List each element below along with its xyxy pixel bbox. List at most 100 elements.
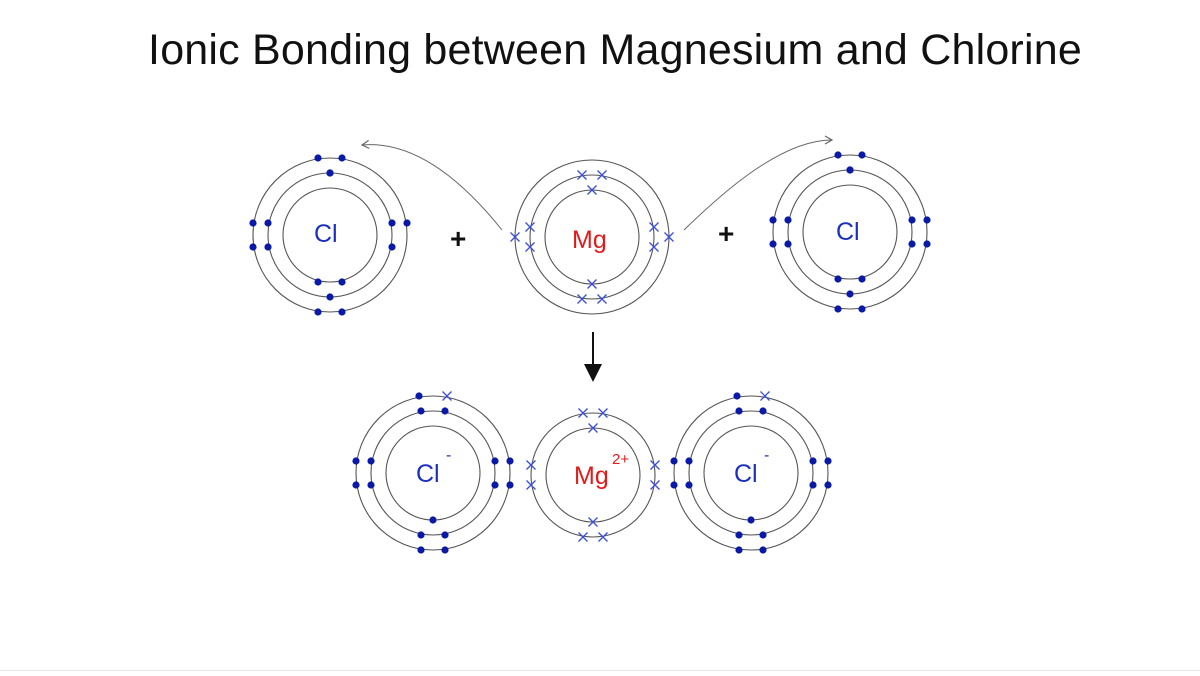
electron-dot: [747, 516, 755, 524]
electron-dot: [506, 457, 514, 465]
electron-dot: [367, 457, 375, 465]
electron-shell-2: [530, 412, 656, 538]
electron-dot: [685, 457, 693, 465]
electron-dot: [908, 216, 916, 224]
electron-shell-1: [802, 184, 898, 280]
electron-cross: [442, 391, 452, 401]
electron-cross: [650, 460, 660, 470]
electron-dot: [417, 407, 425, 415]
cl-ion-charge-right: -: [764, 447, 769, 464]
electron-cross: [577, 294, 587, 304]
electron-transfer-arrow-left: [360, 139, 503, 231]
electron-dot: [858, 305, 866, 313]
cl-ion-label-right: Cl: [734, 460, 758, 488]
electron-shell-3: [252, 157, 408, 313]
electron-dot: [249, 219, 257, 227]
electron-dot: [908, 240, 916, 248]
electron-dot: [834, 305, 842, 313]
electron-dot: [264, 219, 272, 227]
electron-dot: [923, 240, 931, 248]
slide-title: Ionic Bonding between Magnesium and Chlo…: [148, 26, 1082, 74]
electron-dot: [759, 531, 767, 539]
electron-shell-3: [772, 154, 928, 310]
electron-dot: [784, 240, 792, 248]
electron-shell-2: [529, 174, 655, 300]
electron-dot: [314, 278, 322, 286]
electron-cross: [578, 532, 588, 542]
electron-dot: [809, 457, 817, 465]
electron-dot: [417, 546, 425, 554]
chlorine-atom-left: [249, 154, 411, 316]
electron-dot: [735, 531, 743, 539]
electron-dot: [338, 308, 346, 316]
electron-dot: [759, 407, 767, 415]
electron-dot: [784, 216, 792, 224]
electron-dot: [733, 392, 741, 400]
electron-cross: [526, 460, 536, 470]
electron-dot: [367, 481, 375, 489]
electron-cross: [525, 222, 535, 232]
electron-dot: [923, 216, 931, 224]
electron-cross: [649, 242, 659, 252]
electron-dot: [809, 481, 817, 489]
chlorine-atom-right: [769, 151, 931, 313]
electron-shell-3: [673, 395, 829, 551]
electron-cross: [577, 170, 587, 180]
electron-dot: [735, 546, 743, 554]
electron-dot: [314, 308, 322, 316]
electron-dot: [846, 290, 854, 298]
electron-dot: [846, 166, 854, 174]
electron-cross: [588, 423, 598, 433]
electron-dot: [249, 243, 257, 251]
cl-ion-label-left: Cl: [416, 460, 440, 488]
electron-dot: [338, 154, 346, 162]
electron-dot: [769, 216, 777, 224]
electron-dot: [858, 275, 866, 283]
electron-dot: [417, 531, 425, 539]
electron-dot: [264, 243, 272, 251]
electron-cross: [587, 185, 597, 195]
electron-dot: [759, 546, 767, 554]
electron-dot: [670, 481, 678, 489]
electron-cross: [597, 170, 607, 180]
electron-dot: [824, 481, 832, 489]
electron-cross: [578, 408, 588, 418]
electron-shell-1: [282, 187, 378, 283]
electron-cross: [597, 294, 607, 304]
chloride-ion-right: [670, 391, 832, 554]
cl-label-right: Cl: [836, 218, 860, 246]
electron-dot: [388, 219, 396, 227]
electron-cross: [598, 532, 608, 542]
electron-shell-3: [355, 395, 511, 551]
electron-dot: [834, 275, 842, 283]
cl-ion-charge-left: -: [446, 447, 451, 464]
electron-dot: [441, 531, 449, 539]
electron-dot: [670, 457, 678, 465]
electron-dot: [429, 516, 437, 524]
electron-dot: [858, 151, 866, 159]
magnesium-ion: [526, 408, 660, 542]
mg-label: Mg: [572, 226, 607, 254]
plus-sign-1: +: [450, 223, 466, 254]
electron-transfer-arrow-right: [683, 135, 834, 231]
electron-cross: [510, 232, 520, 242]
electron-cross: [526, 480, 536, 490]
mg-ion-label: Mg: [574, 462, 609, 490]
electron-dot: [388, 243, 396, 251]
electron-shell-2: [370, 410, 496, 536]
chloride-ion-left: [352, 391, 514, 554]
electron-cross: [649, 222, 659, 232]
electron-dot: [824, 457, 832, 465]
electron-dot: [735, 407, 743, 415]
magnesium-atom: [510, 159, 674, 315]
mg-ion-charge: 2+: [612, 451, 629, 468]
slide-footer-rule: [0, 670, 1200, 671]
electron-shell-2: [688, 410, 814, 536]
electron-dot: [403, 219, 411, 227]
electron-dot: [685, 481, 693, 489]
reaction-arrow: [584, 332, 602, 382]
electron-dot: [314, 154, 322, 162]
plus-sign-2: +: [718, 218, 734, 249]
electron-cross: [598, 408, 608, 418]
electron-dot: [326, 169, 334, 177]
